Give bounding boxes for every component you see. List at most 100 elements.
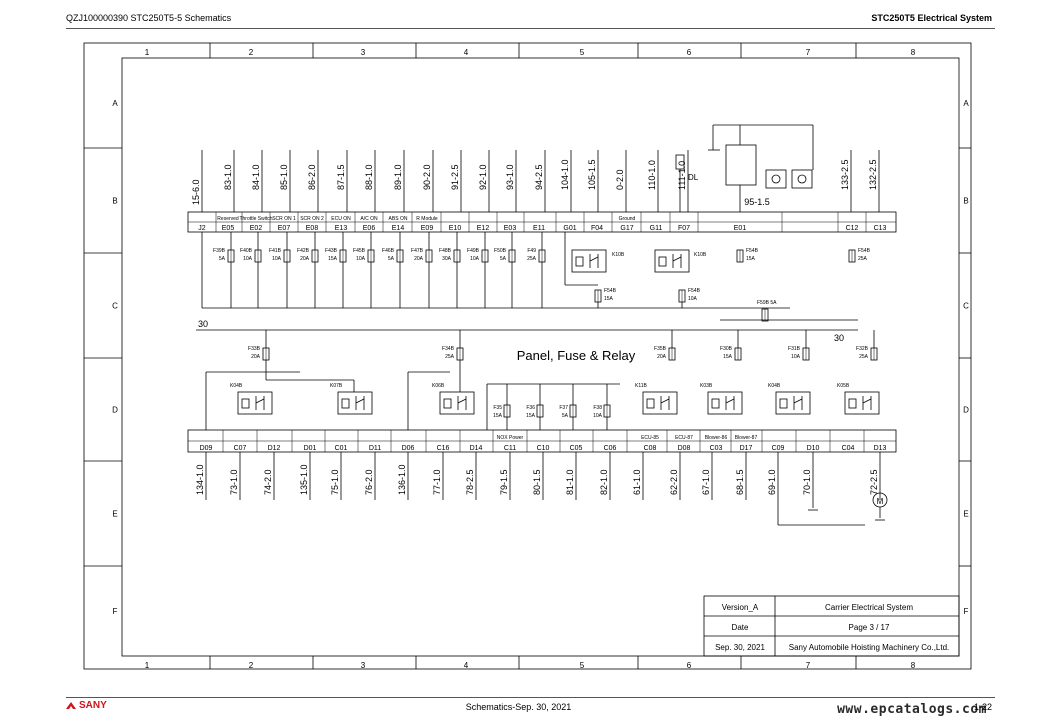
wire-label-93-1.0: 93-1.0	[505, 164, 515, 190]
bottom-pin-C04: C04	[842, 445, 855, 452]
document-id: QZJ100000390 STC250T5-5 Schematics	[66, 13, 232, 23]
bottom-pin-D06: D06	[402, 445, 415, 452]
top-pin-name: ABS ON	[389, 216, 408, 222]
relay-switch	[793, 398, 803, 404]
top-pin-name: Reserved	[217, 216, 239, 222]
relay-switch	[255, 398, 265, 404]
fuse-rating: 25A	[858, 256, 868, 262]
sensor-circle	[797, 174, 807, 184]
fuse-rating: 25A	[445, 354, 455, 360]
fuse-id: F40B	[240, 248, 253, 254]
bottom-pin-C11: C11	[504, 445, 516, 452]
relay-coil	[711, 398, 720, 409]
top-pin-name: SCR ON 2	[300, 216, 324, 222]
column-label-bottom: 6	[687, 661, 692, 670]
wire-label-89-1.0: 89-1.0	[393, 164, 403, 190]
relay-box	[642, 391, 678, 415]
wire-label-77-1.0: 77-1.0	[432, 469, 442, 495]
fuse-id: F38	[593, 405, 602, 411]
row-label-left: A	[112, 99, 118, 108]
wire-label-133-2.5: 133-2.5	[840, 159, 850, 190]
fuse-rating: 30A	[442, 256, 452, 262]
relay-coil	[658, 256, 667, 267]
bottom-pin-C06: C06	[604, 445, 617, 452]
fuse-rating: 10A	[272, 256, 282, 262]
fuse-rating: 5A	[500, 256, 507, 262]
fuse-rating: 15A	[746, 256, 756, 262]
row-label-left: E	[112, 510, 117, 519]
top-pin-name: R Module	[416, 216, 438, 222]
column-label-top: 7	[806, 48, 811, 57]
relay-switch	[355, 398, 365, 404]
header-divider	[66, 28, 995, 29]
top-pin-F04: F04	[591, 225, 603, 232]
wire-label-62-2.0: 62-2.0	[669, 469, 679, 495]
top-pin-G17: G17	[620, 225, 633, 232]
wire-label-88-1.0: 88-1.0	[364, 164, 374, 190]
fuse-id: F31B	[788, 346, 801, 352]
fuse-id: F30B	[720, 346, 733, 352]
relay-coil	[241, 398, 250, 409]
row-label-right: E	[963, 510, 968, 519]
bus-label-30-left: 30	[198, 319, 208, 329]
bottom-pin-D01: D01	[304, 445, 317, 452]
title-block-date-label: Date	[731, 623, 749, 632]
column-label-bottom: 4	[464, 661, 469, 670]
relay-box	[654, 249, 690, 273]
relay-label: K10B	[612, 252, 625, 258]
page-number: 1-22	[973, 702, 992, 712]
top-pin-name: Ground	[619, 216, 636, 222]
top-pin-name: Throttle Switch	[239, 216, 272, 222]
top-pin-E12: E12	[477, 225, 490, 232]
fuse-id: F50B	[494, 248, 507, 254]
wire-label-0-2.0: 0-2.0	[615, 169, 625, 190]
top-pin-name: A/C ON	[360, 216, 378, 222]
fuse-rating: 15A	[604, 296, 614, 302]
wire-label-81-1.0: 81-1.0	[565, 469, 575, 495]
bottom-pin-C03: C03	[710, 445, 723, 452]
fuse-id: F54B	[746, 248, 759, 254]
relay-box	[571, 249, 607, 273]
wire-label-86-2.0: 86-2.0	[307, 164, 317, 190]
fuse-id: F41B	[269, 248, 282, 254]
title-block-version: Version_A	[721, 603, 759, 612]
fuse-rating: 10A	[791, 354, 801, 360]
relay-coil	[646, 398, 655, 409]
wire-label-72-2.5: 72-2.5	[869, 469, 879, 495]
fuse-rating: 25A	[527, 256, 537, 262]
title-block-page: Page 3 / 17	[848, 623, 890, 632]
top-pin-J2: J2	[198, 225, 206, 232]
relay-label: K03B	[700, 383, 713, 389]
relay-box	[337, 391, 373, 415]
brand-name: SANY	[79, 700, 107, 711]
relay-label: K11B	[635, 383, 648, 389]
column-label-top: 4	[464, 48, 469, 57]
title-block	[703, 595, 960, 657]
wire-label-84-1.0: 84-1.0	[251, 164, 261, 190]
wire-label-76-2.0: 76-2.0	[364, 469, 374, 495]
top-pin-G01: G01	[563, 225, 576, 232]
bottom-relay-k06b	[439, 391, 475, 415]
title-block-company: Sany Automobile Hoisting Machinery Co.,L…	[788, 643, 950, 652]
bottom-pin-name: ECU-87	[675, 435, 693, 441]
footer-center-text: Schematics-Sep. 30, 2021	[465, 702, 572, 712]
column-label-bottom: 3	[361, 661, 366, 670]
top-pin-E11: E11	[533, 225, 545, 232]
sany-logo-icon	[66, 701, 76, 709]
top-pin-E08: E08	[306, 225, 319, 232]
motor-label: M	[877, 497, 884, 506]
sensor-circle	[771, 174, 781, 184]
title-block-title: Carrier Electrical System	[824, 603, 913, 612]
bottom-pin-D14: D14	[470, 445, 483, 452]
relay-label: K04B	[230, 383, 243, 389]
bottom-pin-name: Blower-87	[735, 435, 758, 441]
top-pin-E14: E14	[392, 225, 405, 232]
relay-box	[439, 391, 475, 415]
wire-label-61-1.0: 61-1.0	[632, 469, 642, 495]
top-pin-name: SCR ON 1	[272, 216, 296, 222]
wire-label-91-2.5: 91-2.5	[450, 164, 460, 190]
bottom-pin-D13: D13	[874, 445, 887, 452]
relay-box	[237, 391, 273, 415]
column-label-top: 8	[911, 48, 916, 57]
